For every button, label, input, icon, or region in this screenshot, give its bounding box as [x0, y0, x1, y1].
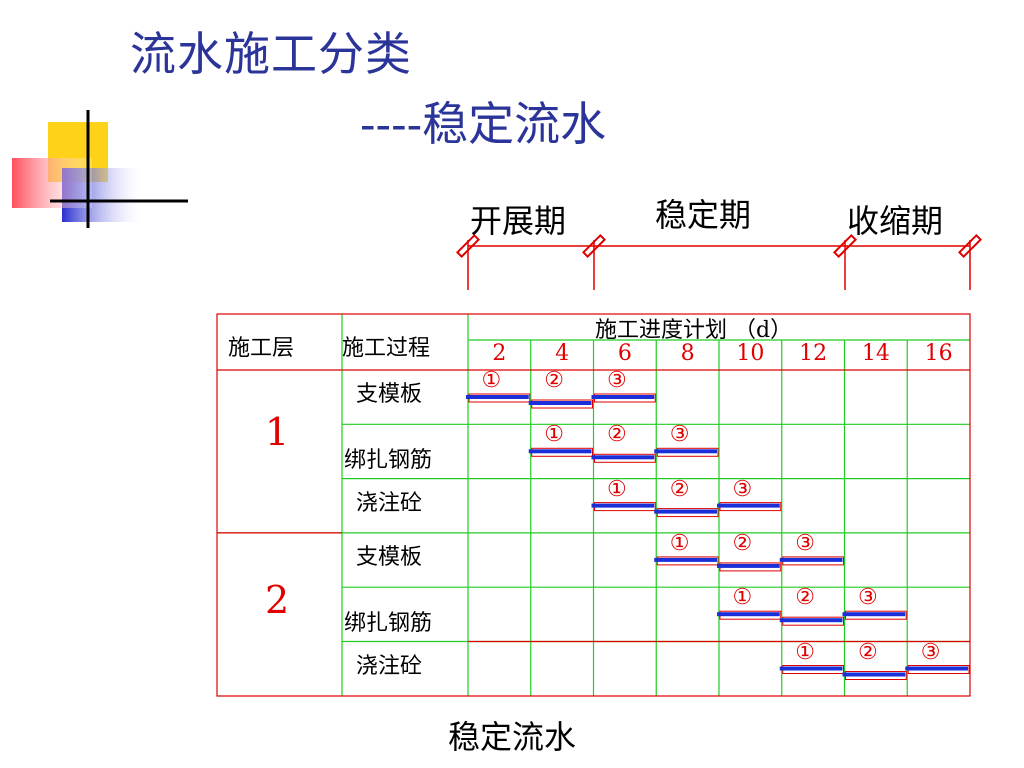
schedule-bar: [591, 395, 655, 399]
segment-label: ③: [669, 422, 690, 448]
schedule-bar: [905, 666, 968, 671]
phase-label-stable: 稳定期: [655, 196, 752, 234]
day-tick-label: 8: [680, 341, 695, 366]
schedule-bar: [591, 455, 655, 460]
segment-label: ①: [607, 476, 627, 502]
segment-label: ②: [732, 530, 753, 556]
phase-marker: [832, 233, 858, 259]
phase-marker: [957, 233, 983, 259]
phase-marker: [455, 233, 481, 259]
schedule-bar: [528, 449, 592, 454]
segment-label: ①: [669, 530, 690, 556]
segment-label: ①: [795, 639, 815, 665]
schedule-bar: [842, 672, 906, 677]
day-tick-label: 2: [492, 341, 507, 366]
segment-label: ②: [607, 422, 627, 448]
table-border: [216, 313, 971, 697]
phase-marker: [581, 233, 607, 259]
schedule-bar: [842, 612, 906, 617]
schedule-bar: [717, 563, 780, 568]
layer-label-2: 2: [265, 578, 290, 622]
day-tick-label: 16: [924, 341, 953, 366]
schedule-bar: [591, 503, 655, 508]
segment-label: ②: [858, 639, 878, 665]
process-label: 支模板: [356, 382, 423, 407]
layer-label-1: 1: [265, 410, 290, 454]
process-label: 绑扎钢筋: [344, 611, 433, 637]
segment-label: ③: [795, 530, 815, 556]
phase-label-contraction: 收缩期: [847, 202, 944, 240]
decorative-corner-graphic: [12, 110, 188, 228]
column-header-process: 施工过程: [342, 336, 431, 361]
day-tick-label: 6: [617, 341, 632, 366]
segment-label: ①: [544, 422, 564, 448]
schedule-bar: [528, 401, 592, 405]
segment-label: ③: [920, 639, 941, 665]
day-tick-label: 10: [736, 341, 765, 366]
schedule-bar: [466, 395, 529, 399]
slide-subtitle: ----稳定流水: [360, 97, 607, 151]
schedule-bar: [717, 503, 780, 508]
phase-label-expansion: 开展期: [470, 202, 567, 240]
schedule-bar: [779, 618, 843, 623]
schedule-header: 施工进度计划 （d）: [595, 318, 793, 343]
day-tick-label: 4: [555, 341, 570, 366]
schedule-bar: [654, 557, 717, 562]
schedule-bar: [654, 449, 717, 454]
schedule-bar: [779, 557, 843, 562]
phase-brackets: [455, 233, 983, 290]
segment-label: ③: [858, 585, 878, 611]
process-label: 浇注砼: [356, 490, 423, 516]
process-label: 支模板: [356, 544, 423, 570]
schedule-bar: [717, 612, 780, 617]
day-tick-label: 14: [861, 341, 890, 366]
slide-title: 流水施工分类: [130, 27, 412, 81]
segment-label: ③: [732, 476, 753, 502]
caption: 稳定流水: [447, 718, 577, 756]
segment-label: ①: [481, 368, 502, 393]
process-label: 浇注砼: [356, 653, 423, 679]
day-tick-label: 12: [799, 341, 828, 366]
schedule-bar: [779, 666, 843, 671]
segment-label: ③: [607, 368, 627, 393]
segment-label: ②: [544, 368, 564, 393]
segment-label: ②: [669, 476, 690, 502]
column-header-layer: 施工层: [228, 336, 295, 361]
segment-label: ①: [732, 585, 753, 611]
schedule-bar: [654, 509, 717, 514]
process-label: 绑扎钢筋: [344, 448, 433, 474]
segment-label: ②: [795, 585, 815, 611]
